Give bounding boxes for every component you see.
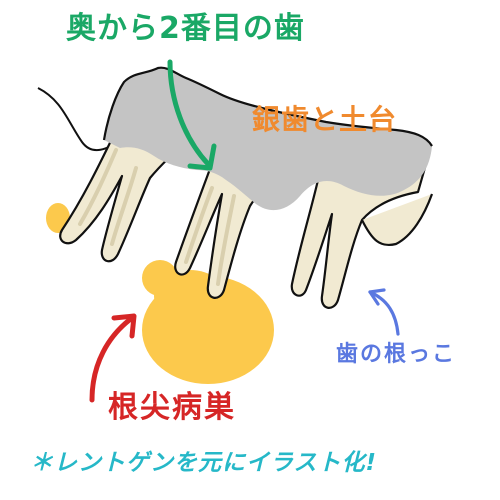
tooth-right-extra-root (361, 193, 434, 247)
tooth-left-canal (78, 148, 138, 246)
tooth-second-canal (184, 186, 236, 286)
label-note: ＊レントゲンを元にイラスト化! (30, 450, 378, 476)
label-crown: 銀歯と土台 (252, 103, 398, 136)
arrow-down-right-icon (167, 59, 217, 171)
label-second-tooth: 奥から2番目の歯 (66, 11, 305, 46)
label-roots: 歯の根っこ (336, 342, 457, 367)
silver-crown-outline (102, 66, 433, 147)
periapical-lesion (142, 260, 274, 384)
label-lesion: 根尖病巣 (108, 390, 236, 425)
arrow-up-left-icon (368, 288, 400, 336)
arrow-up-right-icon (89, 313, 137, 403)
silver-crown (104, 67, 432, 211)
